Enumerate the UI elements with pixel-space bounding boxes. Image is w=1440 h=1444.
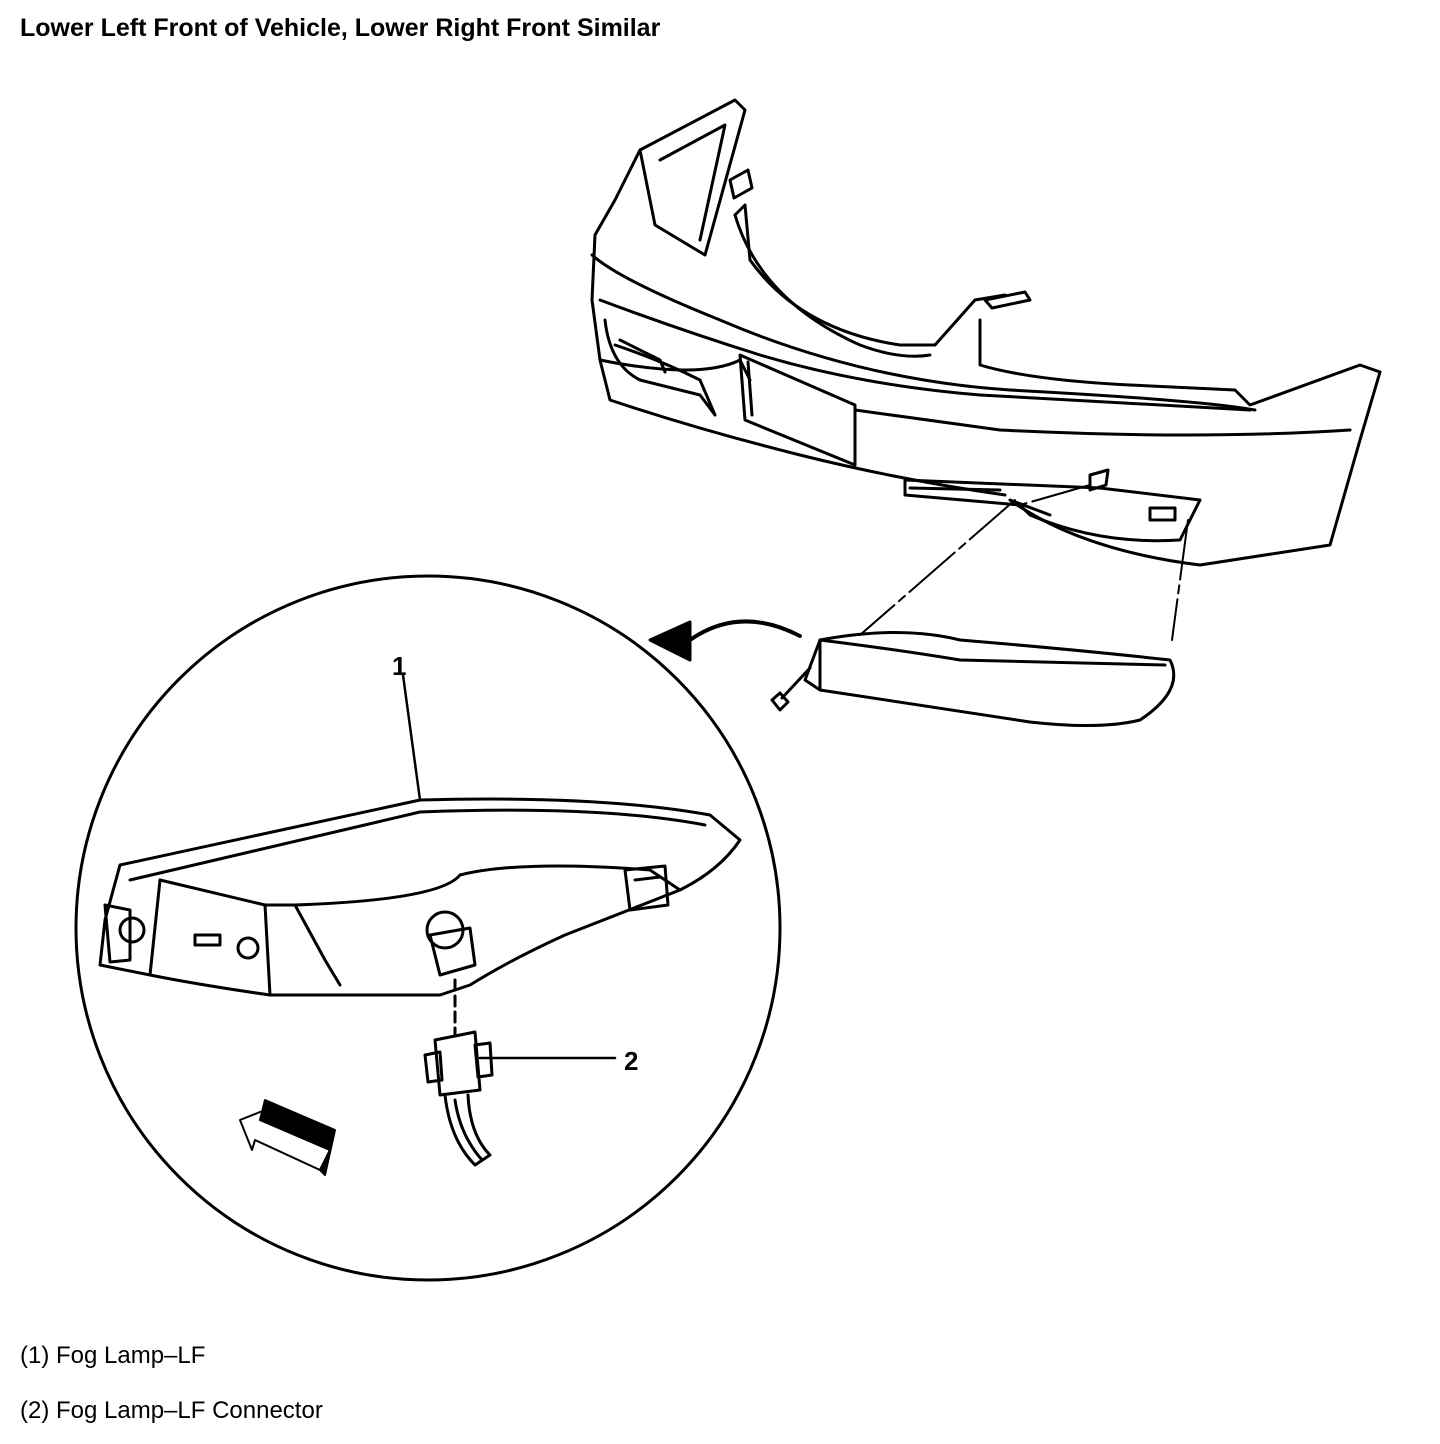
forward-direction-arrow-icon [239, 1099, 336, 1176]
callout-2-number: 2 [624, 1046, 638, 1076]
alignment-lines [859, 484, 1189, 641]
front-bumper-fascia [590, 98, 1382, 567]
callout-1-number: 1 [392, 651, 406, 681]
fog-lamp-lf-connector [423, 1030, 494, 1167]
fog-lamp-trim-assembly [803, 631, 1176, 728]
detail-view-circle [74, 574, 782, 1282]
bolt [770, 666, 812, 712]
fog-lamp-lf [98, 797, 742, 997]
detail-direction-arrow [648, 619, 802, 662]
diagram-title: Lower Left Front of Vehicle, Lower Right… [20, 14, 661, 42]
callout-1-leader [401, 673, 422, 802]
legend-item-2: (2) Fog Lamp–LF Connector [20, 1397, 323, 1424]
legend-item-1: (1) Fog Lamp–LF [20, 1342, 206, 1369]
